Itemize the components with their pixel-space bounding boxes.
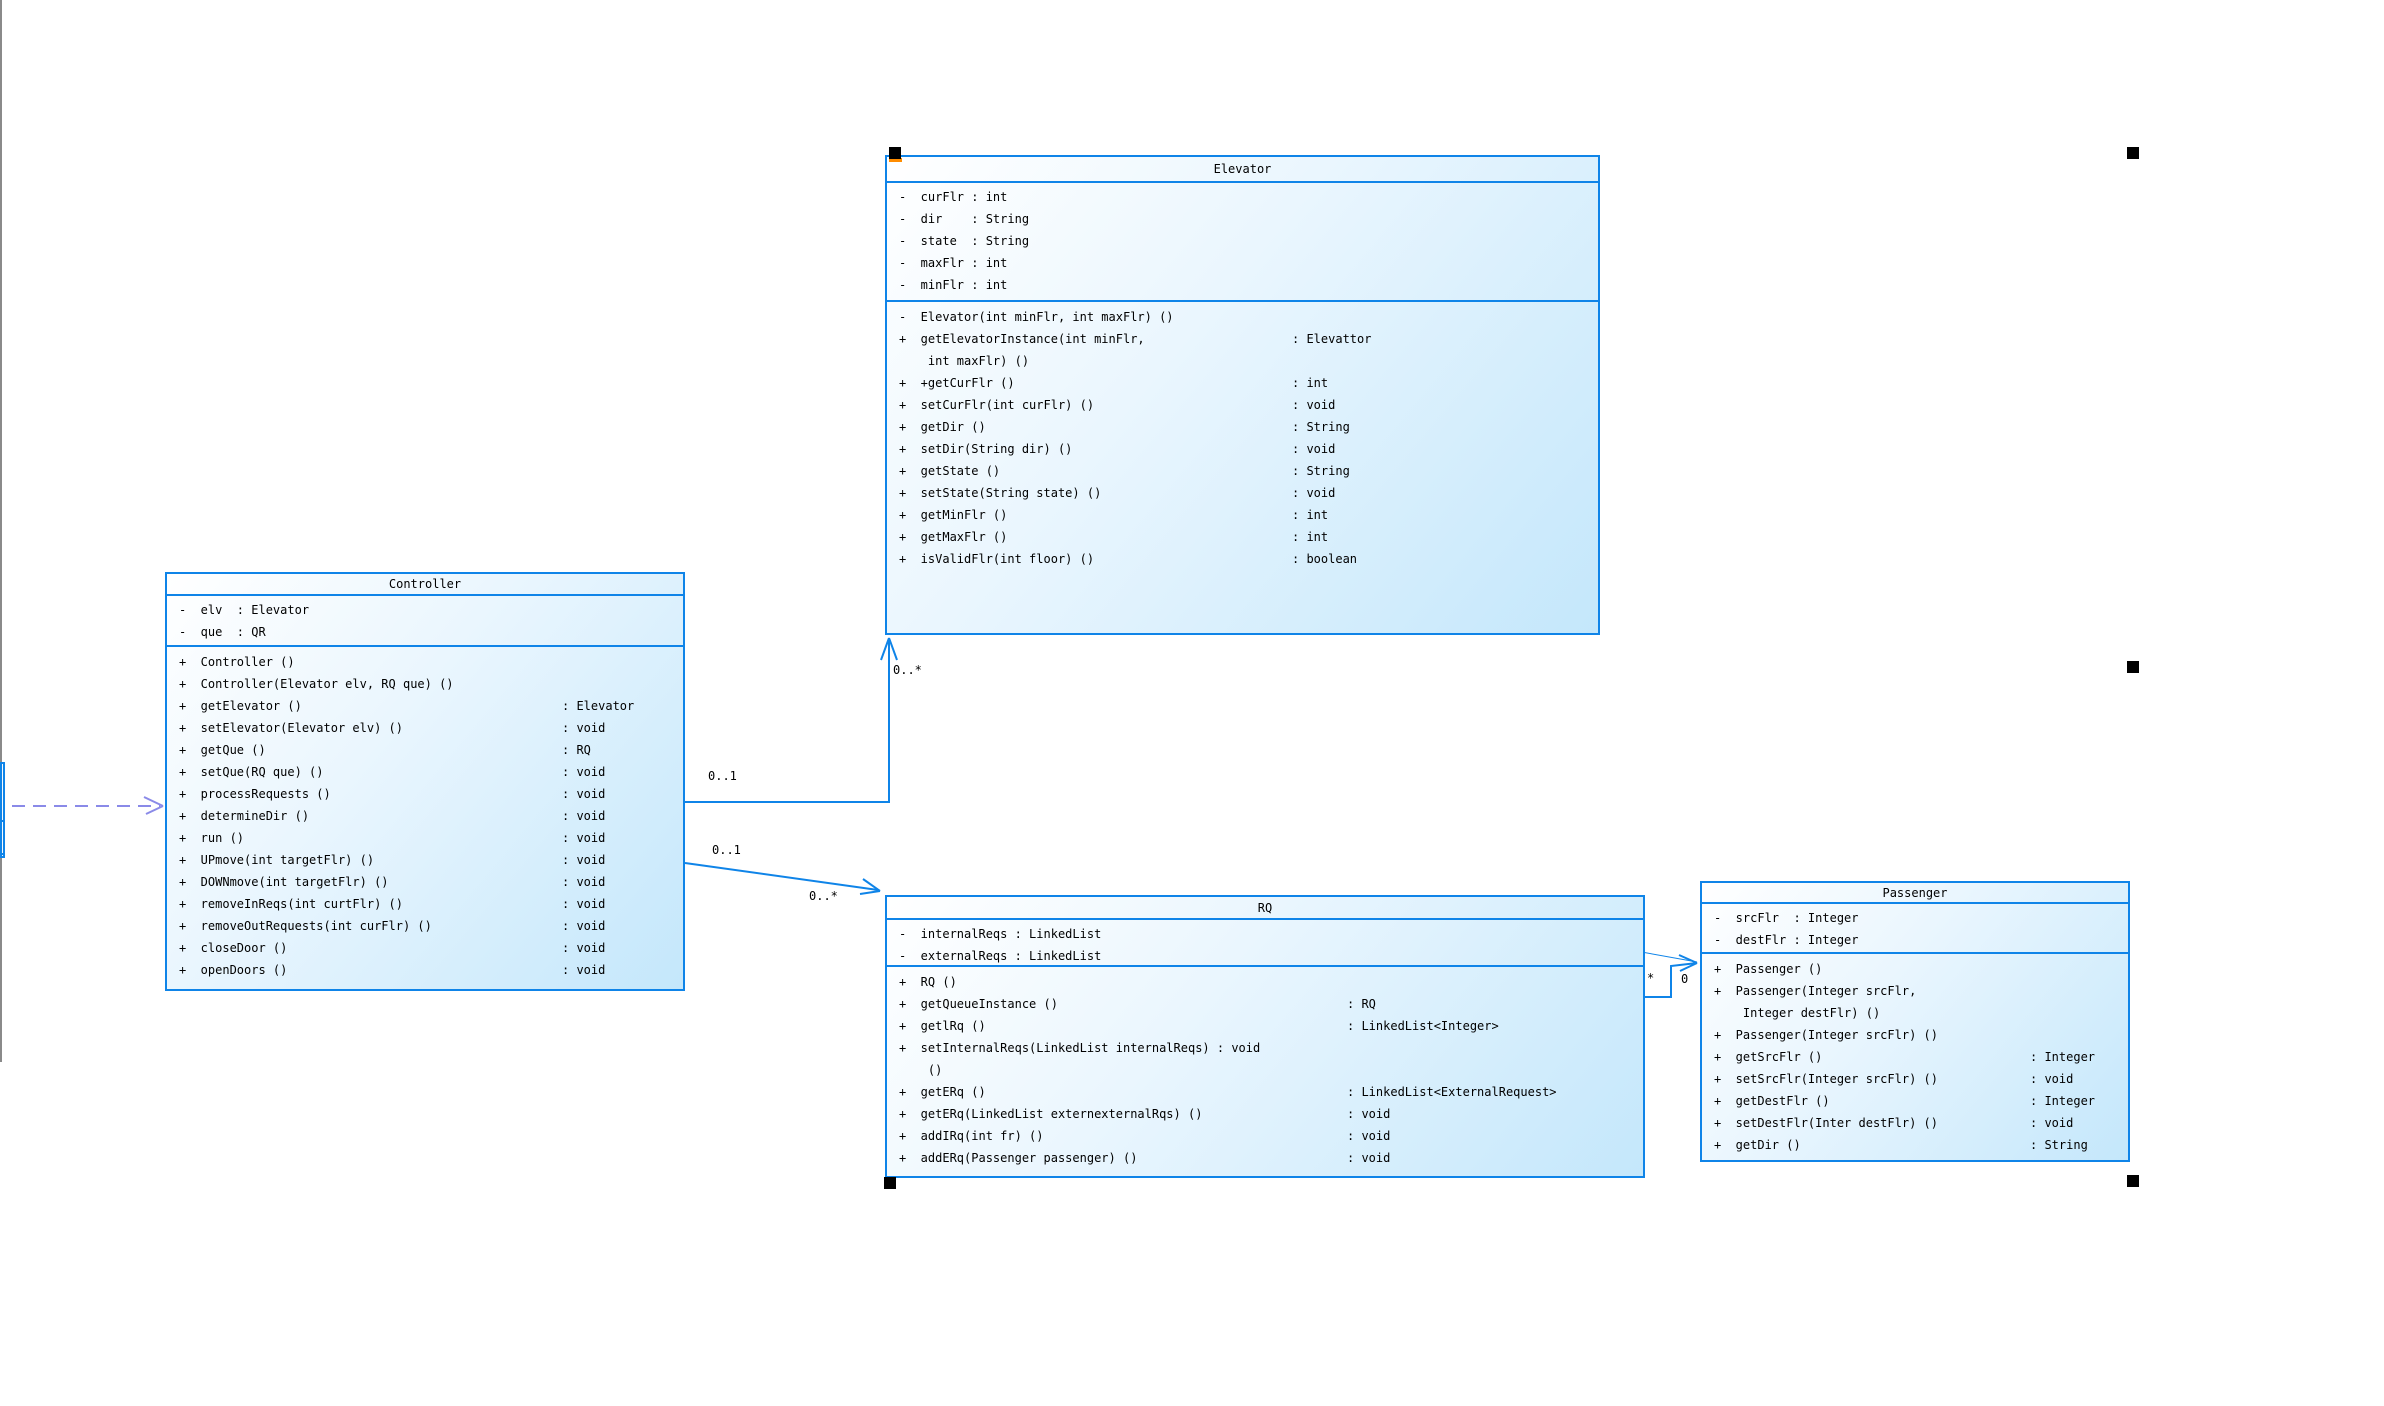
member-row: + DOWNmove(int targetFlr) (): void <box>179 875 606 889</box>
member-row: + Passenger(Integer srcFlr) () <box>1714 1028 1938 1042</box>
offscreen-class-box[interactable] <box>0 762 5 858</box>
selection-accent <box>889 158 902 162</box>
class-box-elevator[interactable]: Elevator - curFlr : int - dir : String - s… <box>885 155 1600 635</box>
member-row: + getlRq (): LinkedList<Integer> <box>899 1019 1499 1033</box>
multiplicity-label: 0..* <box>809 889 838 903</box>
member-row: + Passenger () <box>1714 962 1823 976</box>
member-row: + setCurFlr(int curFlr) (): void <box>899 398 1336 412</box>
member-row: int maxFlr) () <box>899 354 1030 368</box>
member-row: - dir : String <box>899 212 1030 226</box>
member-row: + UPmove(int targetFlr) (): void <box>179 853 606 867</box>
member-row: + addIRq(int fr) (): void <box>899 1129 1391 1143</box>
member-row: + setState(String state) (): void <box>899 486 1336 500</box>
member-row: + getERq (): LinkedList<ExternalRequest> <box>899 1085 1557 1099</box>
selection-handle[interactable] <box>889 147 901 159</box>
multiplicity-label: * <box>1647 971 1655 985</box>
member-row: + getDir (): String <box>1714 1138 2088 1152</box>
class-box-controller[interactable]: Controller - elv : Elevator - que : QR + … <box>165 572 685 991</box>
class-title: RQ <box>887 897 1643 920</box>
member-row: + getERq(LinkedList externexternalRqs) (… <box>899 1107 1391 1121</box>
member-row: + closeDoor (): void <box>179 941 606 955</box>
member-row: + addERq(Passenger passenger) (): void <box>899 1151 1391 1165</box>
class-title: Controller <box>167 574 683 596</box>
selection-handle[interactable] <box>2127 1175 2139 1187</box>
attributes-section: - internalReqs : LinkedList - externalReq… <box>887 920 1643 967</box>
member-row: + setInternalReqs(LinkedList internalReq… <box>899 1041 1261 1055</box>
attributes-section: - srcFlr : Integer - destFlr : Integer <box>1702 904 2128 954</box>
member-row: + Passenger(Integer srcFlr, <box>1714 984 1917 998</box>
member-row: - internalReqs : LinkedList <box>899 927 1102 941</box>
member-row: - maxFlr : int <box>899 256 1008 270</box>
dependency-offscreen-controller[interactable] <box>12 796 164 815</box>
association-controller-elevator[interactable] <box>685 637 898 803</box>
member-row: + getDir (): String <box>899 420 1350 434</box>
member-row: + +getCurFlr (): int <box>899 376 1329 390</box>
member-row: - curFlr : int <box>899 190 1008 204</box>
multiplicity-label: 0 <box>1681 972 1689 986</box>
selection-handle[interactable] <box>2127 661 2139 673</box>
methods-section: - Elevator(int minFlr, int maxFlr) () + g… <box>887 302 1598 570</box>
attributes-section: - curFlr : int - dir : String - state : St… <box>887 183 1598 302</box>
member-row: - Elevator(int minFlr, int maxFlr) () <box>899 310 1174 324</box>
member-row: + getSrcFlr (): Integer <box>1714 1050 2096 1064</box>
class-box-passenger[interactable]: Passenger - srcFlr : Integer - destFlr : … <box>1700 881 2130 1162</box>
member-row: + run (): void <box>179 831 606 845</box>
multiplicity-label: 0..1 <box>712 843 741 857</box>
member-row: + getElevator (): Elevator <box>179 699 635 713</box>
member-row: () <box>899 1063 943 1077</box>
methods-section: + RQ () + getQueueInstance (): RQ + getlRq… <box>887 967 1643 1169</box>
multiplicity-label: 0..* <box>893 663 922 677</box>
member-row: + setSrcFlr(Integer srcFlr) (): void <box>1714 1072 2074 1086</box>
association-rq-passenger[interactable] <box>1635 950 1698 998</box>
member-row: + getMinFlr (): int <box>899 508 1329 522</box>
window-left-edge <box>0 0 2 1062</box>
member-row: + setElevator(Elevator elv) (): void <box>179 721 606 735</box>
offscreen-class-separator <box>0 853 5 855</box>
member-row: + getMaxFlr (): int <box>899 530 1329 544</box>
member-row: + openDoors (): void <box>179 963 606 977</box>
member-row: - destFlr : Integer <box>1714 933 1859 947</box>
attributes-section: - elv : Elevator - que : QR <box>167 596 683 647</box>
member-row: + isValidFlr(int floor) (): boolean <box>899 552 1358 566</box>
member-row: + setDir(String dir) (): void <box>899 442 1336 456</box>
member-row: Integer destFlr) () <box>1714 1006 1881 1020</box>
member-row: + getState (): String <box>899 464 1350 478</box>
class-title: Elevator <box>887 157 1598 183</box>
member-row: - externalReqs : LinkedList <box>899 949 1102 963</box>
association-controller-rq[interactable] <box>684 862 881 895</box>
member-row: + getQue (): RQ <box>179 743 591 757</box>
member-row: + setQue(RQ que) (): void <box>179 765 606 779</box>
selection-handle[interactable] <box>2127 147 2139 159</box>
member-row: + setDestFlr(Inter destFlr) (): void <box>1714 1116 2074 1130</box>
member-row: - state : String <box>899 234 1030 248</box>
member-row: - minFlr : int <box>899 278 1008 292</box>
member-row: + getQueueInstance (): RQ <box>899 997 1376 1011</box>
member-row: + removeOutRequests(int curFlr) (): void <box>179 919 606 933</box>
member-row: - elv : Elevator <box>179 603 310 617</box>
methods-section: + Controller () + Controller(Elevator elv… <box>167 647 683 981</box>
member-row: + Controller(Elevator elv, RQ que) () <box>179 677 454 691</box>
class-title: Passenger <box>1702 883 2128 904</box>
member-row: + RQ () <box>899 975 957 989</box>
multiplicity-label: 0..1 <box>708 769 737 783</box>
member-row: + getElevatorInstance(int minFlr,: Eleva… <box>899 332 1372 346</box>
selection-handle[interactable] <box>884 1177 896 1189</box>
member-row: + determineDir (): void <box>179 809 606 823</box>
offscreen-class-separator <box>0 820 5 822</box>
member-row: + Controller () <box>179 655 295 669</box>
member-row: + processRequests (): void <box>179 787 606 801</box>
member-row: + getDestFlr (): Integer <box>1714 1094 2096 1108</box>
member-row: + removeInReqs(int curtFlr) (): void <box>179 897 606 911</box>
member-row: - que : QR <box>179 625 266 639</box>
methods-section: + Passenger () + Passenger(Integer srcFlr… <box>1702 954 2128 1156</box>
member-row: - srcFlr : Integer <box>1714 911 1859 925</box>
class-box-rq[interactable]: RQ - internalReqs : LinkedList - external… <box>885 895 1645 1178</box>
